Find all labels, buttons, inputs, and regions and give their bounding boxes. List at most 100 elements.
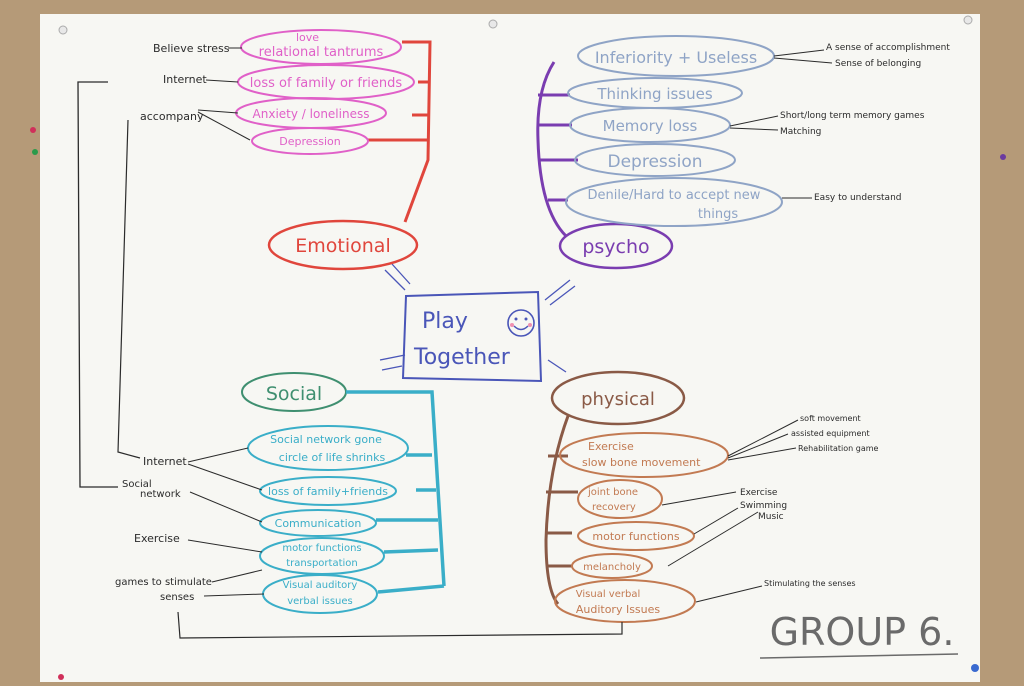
physical-node (559, 432, 729, 478)
psycho-node-text-line1: Denile/Hard to accept new (588, 188, 761, 203)
physical-node (577, 521, 695, 551)
social-branch: Social Social network gone circle of lif… (115, 372, 446, 614)
pin-icon (32, 149, 38, 155)
emotional-branch: Emotional love relational tantrums loss … (140, 29, 432, 271)
note-connector (773, 49, 833, 64)
social-note: games to stimulate (115, 577, 212, 588)
pin-icon (971, 664, 979, 672)
note-connector (187, 447, 265, 597)
social-node-text-line2: verbal issues (287, 596, 353, 607)
physical-branch: physical Exercise slow bone movement joi… (544, 370, 879, 623)
psycho-note: Short/long term memory games (780, 111, 925, 121)
center-title-line1: Play (422, 309, 468, 334)
social-node-text-line1: motor functions (282, 543, 361, 554)
emotional-connector (368, 40, 432, 223)
pin-icon (488, 19, 498, 29)
note-connector (727, 419, 799, 461)
psycho-node-text: Inferiority + Useless (595, 48, 757, 67)
crosslink-internet (77, 81, 118, 488)
psycho-node (565, 177, 783, 227)
social-note: network (140, 489, 181, 500)
physical-connector (544, 415, 578, 605)
pin-icon (1000, 154, 1006, 160)
physical-category (550, 370, 686, 426)
physical-note: soft movement (800, 414, 861, 423)
psycho-category (558, 222, 674, 270)
note-connector (695, 585, 763, 603)
emotional-note: accompany (140, 110, 204, 123)
emotional-node (251, 127, 369, 155)
social-node-text-line1: Visual auditory (283, 580, 358, 591)
emotional-node (240, 29, 402, 65)
psycho-node-text: Memory loss (603, 117, 698, 135)
crosslink-accompany (117, 119, 141, 459)
emotional-node-top: love (296, 31, 319, 44)
center-box (401, 290, 543, 383)
physical-note: Swimming (740, 501, 787, 511)
psycho-branch: psycho Inferiority + Useless Thinking is… (536, 35, 950, 270)
paper-sheet (40, 14, 980, 682)
central-topic: Play Together (379, 263, 576, 383)
center-title-line2: Together (413, 345, 511, 370)
physical-label: physical (581, 389, 655, 410)
social-note: senses (160, 592, 194, 603)
physical-node-text-line2: recovery (592, 502, 636, 513)
physical-node-text-line1: joint bone (587, 487, 638, 498)
physical-note: Exercise (740, 488, 778, 498)
physical-note: Stimulating the senses (764, 579, 856, 588)
pin-icon (963, 15, 973, 25)
physical-node-text-line2: slow bone movement (582, 456, 701, 469)
psycho-node-text: Thinking issues (596, 85, 713, 103)
social-label: Social (266, 383, 322, 405)
physical-note: assisted equipment (791, 429, 870, 438)
physical-node (554, 579, 696, 623)
psycho-note: Matching (780, 127, 821, 137)
pin-icon (58, 674, 64, 680)
psycho-label: psycho (582, 236, 649, 258)
social-node-text-line2: transportation (286, 558, 358, 569)
physical-node-text: melancholy (583, 562, 641, 573)
social-node-text: Communication (275, 517, 362, 530)
note-connector (197, 109, 251, 141)
physical-node-text: motor functions (592, 530, 679, 543)
group-label: GROUP 6. (770, 610, 955, 654)
emotional-node-text: Anxiety / loneliness (253, 107, 370, 121)
crosslink-senses (177, 611, 623, 639)
pin-icon (30, 127, 36, 133)
emotional-label: Emotional (295, 235, 390, 257)
social-node-text-line1: Social network gone (270, 433, 382, 446)
psycho-node (574, 143, 736, 177)
psycho-note: A sense of accomplishment (826, 43, 950, 53)
physical-note: Rehabilitation game (798, 444, 879, 453)
social-note: Exercise (134, 532, 180, 545)
physical-node-text-line1: Exercise (588, 440, 634, 453)
psycho-note: Easy to understand (814, 193, 901, 203)
psycho-connector (536, 61, 578, 238)
social-note: Internet (143, 455, 187, 468)
note-connector (205, 79, 239, 83)
physical-node-text-line2: Auditory Issues (576, 603, 661, 616)
psycho-note: Sense of belonging (835, 59, 921, 69)
social-node (259, 509, 377, 537)
emotional-node-text: relational tantrums (259, 45, 384, 60)
physical-node-text-line1: Visual verbal (576, 589, 640, 600)
emotional-note: Believe stress (153, 42, 230, 55)
physical-note: Music (758, 512, 784, 522)
emotional-node-text: loss of family or friends (250, 76, 403, 91)
emphasis-strokes (379, 263, 576, 373)
smiley-icon (507, 309, 535, 337)
social-connector (346, 390, 446, 594)
physical-node (577, 479, 663, 519)
emotional-node-text: Depression (279, 135, 341, 148)
social-node (259, 476, 397, 506)
psycho-node-text: Depression (607, 152, 702, 172)
psycho-node-text-line2: things (698, 207, 738, 222)
psycho-node (569, 107, 731, 143)
emotional-note: Internet (163, 73, 207, 86)
note-connector (729, 115, 779, 131)
emotional-category (267, 219, 419, 271)
social-note: Social (122, 479, 152, 490)
social-node (259, 537, 385, 575)
